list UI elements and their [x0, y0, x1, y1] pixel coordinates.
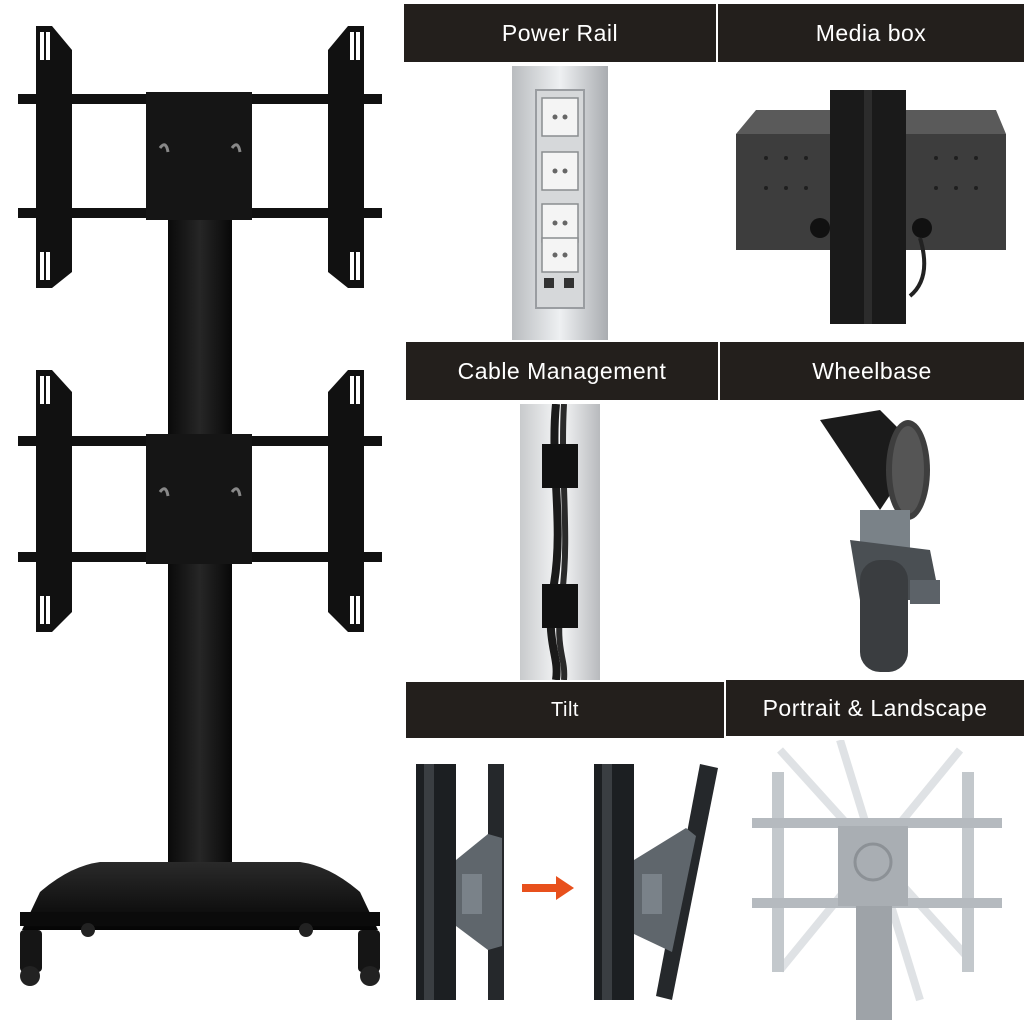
portrait-landscape-title: Portrait & Landscape — [762, 694, 988, 721]
label-cable-management: Cable Management — [406, 342, 718, 400]
wheelbase-photo — [820, 410, 950, 680]
tilt-illustration — [416, 764, 718, 1000]
rotating-mount-illustration — [752, 740, 1002, 1020]
power-rail-photo — [512, 66, 608, 340]
cable-management-title: Cable Management — [457, 357, 667, 384]
main-stand-photo — [0, 0, 400, 1024]
arrow-right-icon — [522, 876, 574, 900]
label-tilt: Tilt — [406, 682, 724, 738]
wheelbase-title: Wheelbase — [812, 357, 932, 384]
power-rail-title: Power Rail — [501, 19, 619, 46]
upper-vesa-mount — [18, 26, 382, 288]
lower-vesa-mount — [18, 370, 382, 632]
cable-management-photo — [520, 404, 600, 680]
caster-wheel-illustration — [820, 410, 940, 672]
label-power-rail: Power Rail — [404, 4, 716, 62]
mobile-stand-illustration — [18, 26, 382, 986]
media-box-illustration — [736, 90, 1006, 324]
label-wheelbase: Wheelbase — [720, 342, 1024, 400]
portrait-landscape-photo — [740, 740, 1004, 1020]
cable-management-illustration — [520, 404, 600, 680]
tilt-photo — [410, 764, 722, 1004]
stand-base — [20, 862, 380, 986]
media-box-photo — [736, 88, 1010, 328]
label-portrait-landscape: Portrait & Landscape — [726, 680, 1024, 736]
media-box-title: Media box — [815, 19, 927, 46]
label-media-box: Media box — [718, 4, 1024, 62]
power-rail-illustration — [512, 66, 608, 340]
tilt-title: Tilt — [551, 698, 579, 721]
